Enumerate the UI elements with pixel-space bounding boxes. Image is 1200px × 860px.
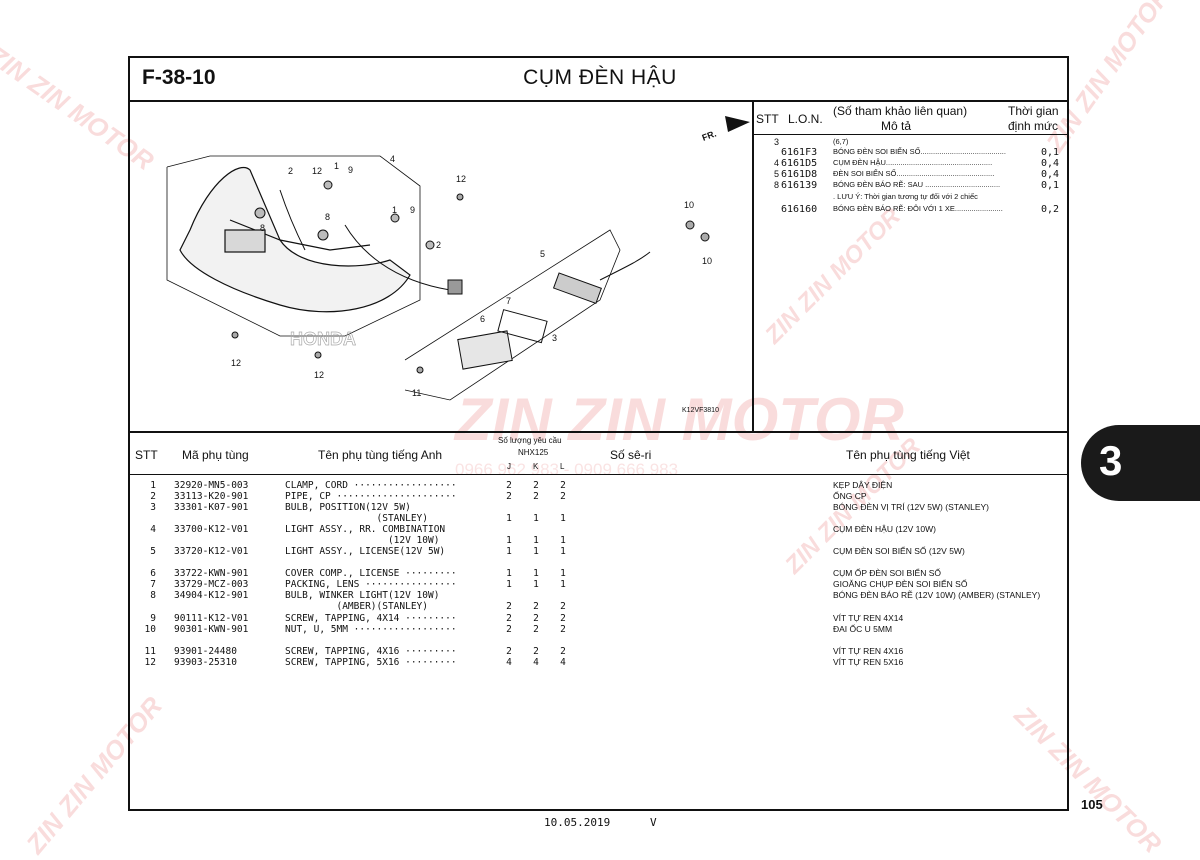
fasteners [231, 193, 710, 374]
callout-label: 1 [392, 205, 397, 215]
section-number: 3 [1099, 437, 1123, 484]
col-header-code: Mã phụ tùng [182, 448, 249, 462]
ref-header-desc: (Số tham khảo liên quan) [833, 104, 968, 118]
direction-label: FR. [701, 128, 718, 142]
image-code: K12VF3810 [682, 407, 719, 414]
callout-label: 5 [540, 249, 545, 259]
col-header-serial: Số sê-ri [610, 448, 652, 462]
callout-label: 2 [288, 166, 293, 176]
license-light [457, 251, 651, 370]
callout-label: 12 [314, 370, 324, 380]
footer-date: 10.05.2019 [544, 816, 611, 829]
labor-time-panel: STT L.O.N. (Số tham khảo liên quan) Mô t… [753, 100, 1067, 430]
callout-label: 1 [334, 161, 339, 171]
ref-row: 3(6,7) [773, 137, 849, 147]
col-header-j: J [507, 462, 511, 471]
callout-label: 2 [436, 240, 441, 250]
callout-label: 6 [480, 314, 485, 324]
section-tab: 3 [1081, 425, 1200, 501]
col-header-stt: STT [135, 448, 158, 462]
callout-label: 8 [260, 223, 265, 233]
tail-light-housing [179, 166, 411, 313]
callout-label: 4 [390, 154, 395, 164]
ref-header-desc2: Mô tả [881, 119, 912, 133]
callout-label: 11 [412, 388, 421, 398]
col-header-k: K [533, 462, 539, 471]
col-header-model: NHX125 [518, 448, 549, 457]
callout-label: 12 [312, 166, 322, 176]
page-title: CỤM ĐÈN HẬU [523, 66, 677, 89]
ref-header-time2: định mức [1008, 119, 1059, 133]
callout-label: 12 [231, 358, 241, 368]
callout-label: 3 [552, 333, 557, 343]
callout-label: 10 [702, 256, 712, 266]
col-header-l: L [560, 462, 565, 471]
table-divider [130, 431, 1067, 433]
ref-header-line [753, 134, 1067, 135]
callout-label: 12 [456, 174, 466, 184]
col-header-vn: Tên phụ tùng tiếng Việt [846, 448, 970, 462]
page-number: 105 [1081, 797, 1103, 812]
callout-label: 7 [506, 296, 511, 306]
ref-header-lon: L.O.N. [788, 112, 823, 126]
ref-header-stt: STT [756, 112, 779, 126]
callout-label: 8 [325, 212, 330, 222]
ref-header-time: Thời gian [1008, 104, 1059, 118]
callout-label: 10 [684, 200, 694, 210]
brand-text: HONDA [290, 329, 356, 349]
wiring [279, 189, 463, 295]
callout-label: 9 [410, 205, 415, 215]
exploded-diagram: FR. 12 2 1 9 4 12 8 8 1 9 2 5 10 10 7 6 … [166, 116, 750, 414]
col-header-en: Tên phụ tùng tiếng Anh [318, 448, 443, 462]
page-frame [128, 56, 1069, 811]
col-header-qty-group: Số lượng yêu cầu [498, 436, 562, 445]
figure-code: F-38-10 [142, 66, 216, 89]
direction-arrow: FR. [701, 116, 750, 143]
footer-version: V [650, 816, 657, 829]
callout-label: 9 [348, 165, 353, 175]
title-divider [130, 100, 1067, 102]
diagram-divider [752, 100, 754, 431]
header-divider [130, 474, 1067, 475]
ref-row: . LƯU Ý: Thời gian tương tự đối với 2 ch… [833, 192, 978, 201]
bulb-sockets [254, 180, 435, 250]
